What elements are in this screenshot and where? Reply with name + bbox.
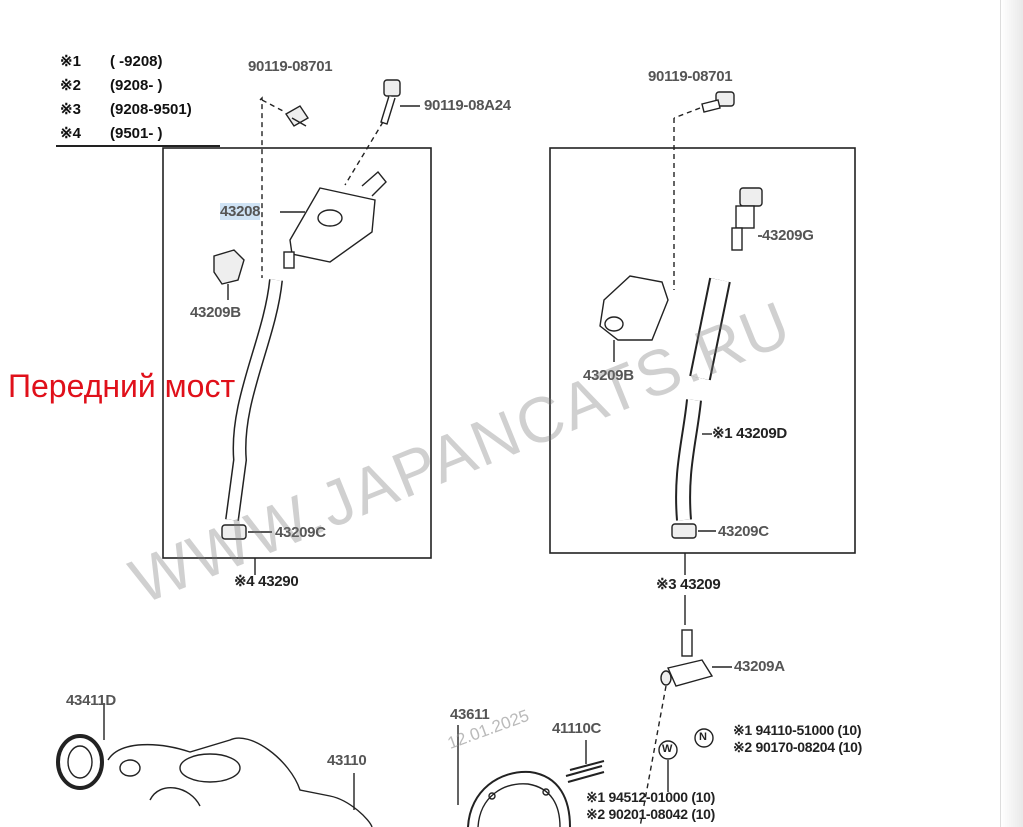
part-label-43209b-left[interactable]: 43209B (190, 304, 241, 321)
part-label-90119-08701-left[interactable]: 90119-08701 (248, 58, 333, 75)
union-fitting-icon (731, 187, 763, 251)
legend-range: (9208-9501) (110, 101, 192, 118)
elbow-fitting-icon (660, 629, 714, 687)
part-label-43209[interactable]: ※3 43209 (656, 576, 721, 593)
part-label-43209b-right[interactable]: 43209B (583, 367, 634, 384)
legend-range: ( -9208) (110, 53, 163, 70)
part-label-43411d[interactable]: 43411D (66, 692, 116, 709)
part-label-43611[interactable]: 43611 (450, 706, 490, 723)
part-label-43110[interactable]: 43110 (327, 752, 367, 769)
part-label-43208[interactable]: 43208 (220, 203, 261, 220)
part-label-41110c[interactable]: 41110C (552, 720, 602, 737)
legend: ※1 ( -9208) ※2 (9208- ) ※3 (9208-9501) ※4 (9… (60, 50, 192, 146)
n-marker: N (699, 731, 707, 743)
legend-mark: ※2 (60, 77, 81, 94)
legend-range: (9501- ) (110, 125, 163, 142)
part-label-94512-01000[interactable]: ※1 94512-01000 (10) (586, 789, 716, 805)
stud-bolt-icon (565, 760, 605, 783)
axle-note: Передний мост (8, 368, 236, 404)
part-label-90119-08701-right[interactable]: 90119-08701 (648, 68, 733, 85)
clamp-right-icon (599, 275, 669, 341)
part-label-43209c-right[interactable]: 43209C (718, 523, 769, 540)
part-label-94110-51000[interactable]: ※1 94110-51000 (10) (733, 722, 862, 738)
bolt-top-icon (380, 79, 401, 125)
part-label-43209g[interactable]: 43209G (762, 227, 814, 244)
legend-mark: ※1 (60, 53, 81, 70)
legend-mark: ※3 (60, 101, 81, 118)
part-label-43209d[interactable]: ※1 43209D (712, 425, 787, 442)
legend-row: ※1 ( -9208) (60, 50, 192, 74)
legend-mark: ※4 (60, 125, 81, 142)
part-label-43209c-left[interactable]: 43209C (275, 524, 326, 541)
breather-plug-icon (283, 170, 387, 269)
oil-seal-icon (56, 734, 104, 790)
flange-gasket-icon (467, 770, 571, 827)
bolt-left-icon (285, 105, 309, 127)
legend-row: ※3 (9208-9501) (60, 98, 192, 122)
legend-range: (9208- ) (110, 77, 163, 94)
part-label-43209a[interactable]: 43209A (734, 658, 785, 675)
part-label-90201-08042[interactable]: ※2 90201-08042 (10) (586, 806, 716, 822)
part-label-90119-08a24[interactable]: 90119-08A24 (424, 97, 511, 114)
w-marker: W (662, 743, 673, 755)
bolt-right-icon (701, 91, 735, 113)
part-label-90170-08204[interactable]: ※2 90170-08204 (10) (733, 739, 863, 755)
part-label-43290[interactable]: ※4 43290 (234, 573, 299, 590)
legend-row: ※2 (9208- ) (60, 74, 192, 98)
clamp-left-icon (213, 249, 245, 285)
viewer-edge (1000, 0, 1023, 827)
legend-row: ※4 (9501- ) (60, 122, 192, 146)
axle-housing-icon (107, 737, 373, 827)
